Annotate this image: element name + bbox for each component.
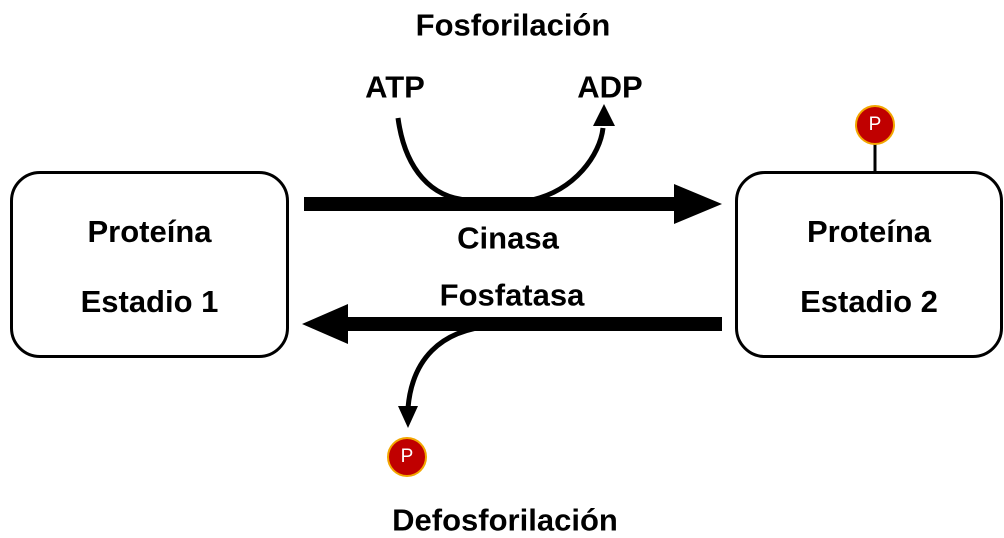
phosphorylation-title: Fosforilación bbox=[415, 7, 611, 43]
protein-stage-2-box: Proteína Estadio 2 bbox=[735, 171, 1003, 358]
box-right-line1: Proteína bbox=[806, 214, 932, 249]
kinase-label: Cinasa bbox=[457, 220, 559, 256]
box-left-line2: Estadio 1 bbox=[80, 284, 219, 319]
phosphatase-label: Fosfatasa bbox=[439, 277, 585, 313]
atp-label: ATP bbox=[365, 69, 425, 105]
phosphate-release-curve bbox=[398, 323, 493, 428]
reverse-arrow bbox=[302, 304, 722, 344]
adp-label: ADP bbox=[577, 69, 643, 105]
atp-adp-curve bbox=[395, 104, 615, 203]
box-right-line2: Estadio 2 bbox=[800, 284, 938, 319]
box-left-line1: Proteína bbox=[87, 214, 212, 249]
forward-arrow bbox=[304, 184, 722, 224]
protein-stage-1-box: Proteína Estadio 1 bbox=[10, 171, 289, 358]
phosphate-attached: P bbox=[855, 105, 895, 145]
dephosphorylation-title: Defosforilación bbox=[392, 502, 618, 538]
phosphate-released: P bbox=[387, 437, 427, 477]
